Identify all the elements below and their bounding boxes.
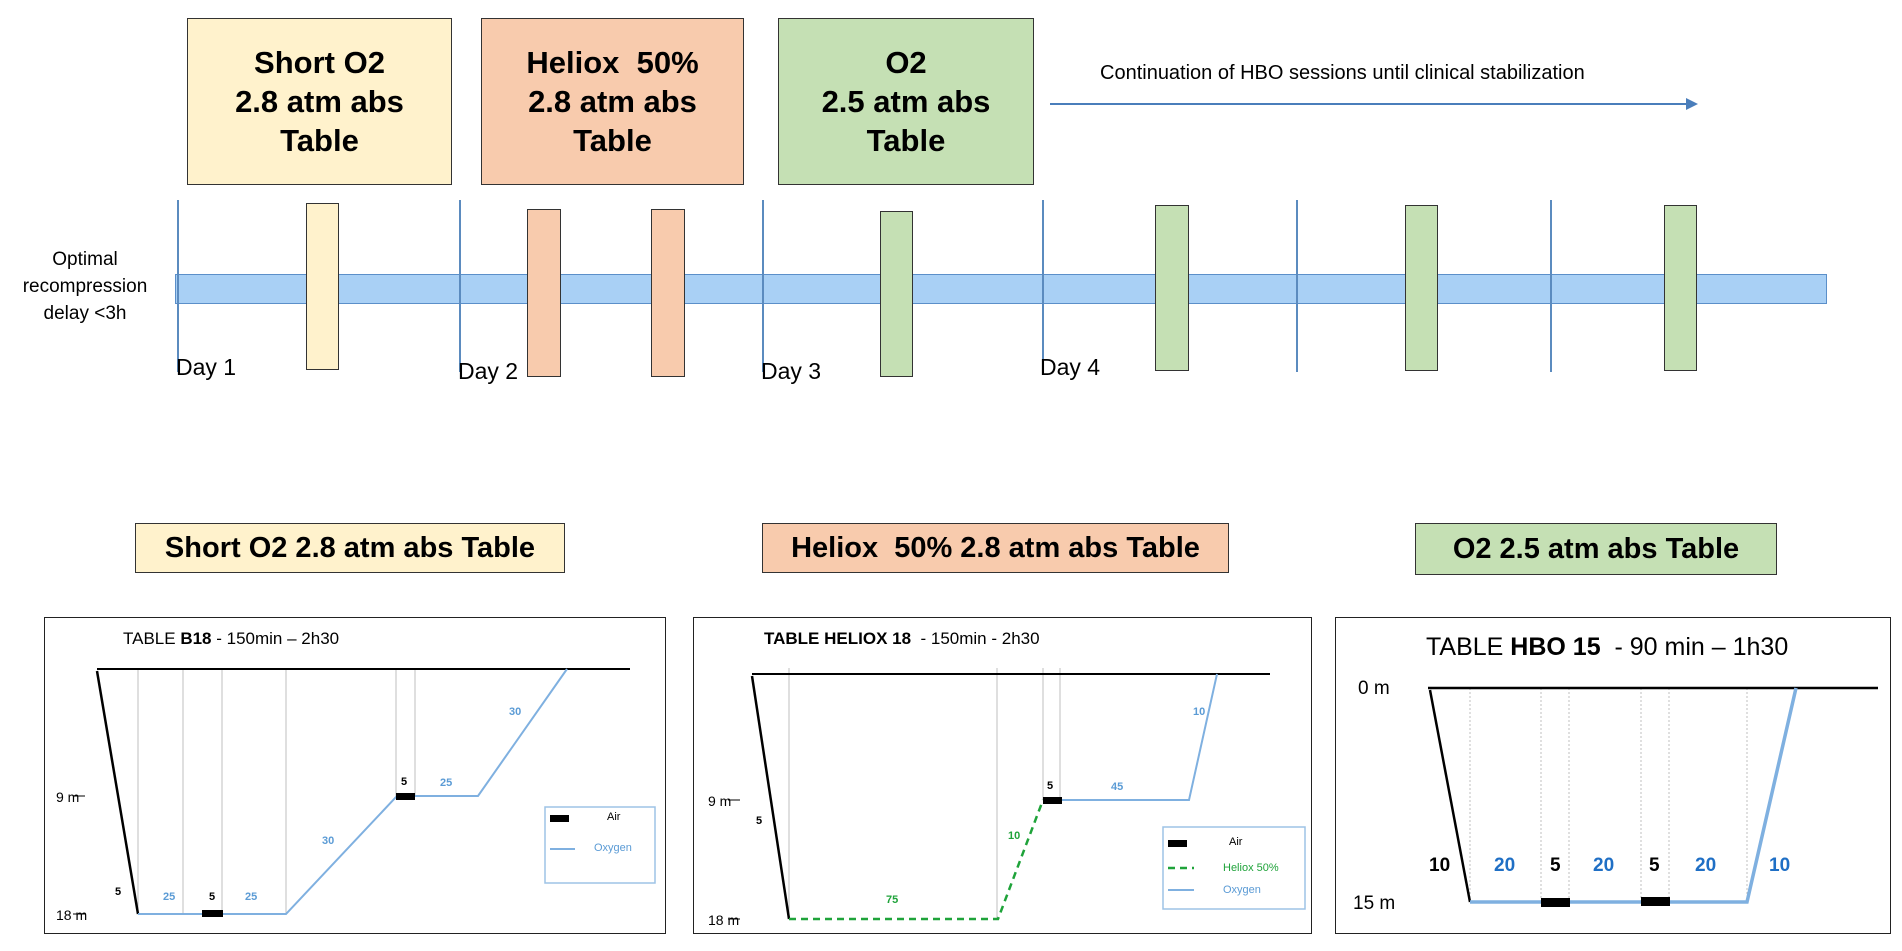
table-title-heliox: Heliox 50% 2.8 atm abs Table bbox=[762, 523, 1229, 573]
segment-label: 20 bbox=[1695, 855, 1717, 876]
day-label-3: Day 3 bbox=[761, 358, 822, 384]
session-o2 bbox=[1155, 205, 1189, 371]
header-box-line3: Table bbox=[280, 123, 359, 158]
profile-title: TABLE B18 - 150min – 2h30 bbox=[123, 629, 339, 649]
segment-label: 5 bbox=[209, 891, 216, 903]
legend-oxygen: Oxygen bbox=[594, 842, 632, 854]
depth-label: 15 m bbox=[1353, 893, 1396, 914]
table-title-o2: O2 2.5 atm abs Table bbox=[1415, 523, 1777, 575]
segment-label: 5 bbox=[1047, 780, 1054, 792]
profile-title-prefix: TABLE bbox=[123, 629, 181, 648]
day-label-2: Day 2 bbox=[458, 358, 519, 384]
segment-label: 25 bbox=[163, 891, 176, 903]
profile-title-prefix: TABLE bbox=[1426, 633, 1511, 661]
profile-chart bbox=[1428, 686, 1878, 907]
header-box-line2: 2.5 atm abs bbox=[821, 84, 991, 119]
profile-title-suffix: - 150min – 2h30 bbox=[211, 629, 340, 648]
day-divider bbox=[1550, 200, 1552, 372]
continuation-text: Continuation of HBO sessions until clini… bbox=[1100, 62, 1585, 84]
segment-label: 25 bbox=[440, 777, 453, 789]
header-box-o2: O2 2.5 atm abs Table bbox=[778, 18, 1034, 185]
header-box-line3: Table bbox=[573, 123, 652, 158]
segment-label: 5 bbox=[1649, 855, 1660, 876]
profile-panel-heliox18: TABLE HELIOX 18 - 150min - 2h30 9 m 18 m… bbox=[693, 617, 1312, 934]
day-divider bbox=[459, 200, 461, 372]
profile-panel-b18: TABLE B18 - 150min – 2h30 9 m 18 m 5 25 … bbox=[44, 617, 666, 934]
day-divider bbox=[177, 200, 179, 372]
session-short-o2 bbox=[306, 203, 339, 370]
table-title-short-o2: Short O2 2.8 atm abs Table bbox=[135, 523, 565, 573]
depth-label: 18 m bbox=[56, 907, 88, 923]
day-divider bbox=[762, 200, 764, 372]
header-box-line1: O2 bbox=[885, 45, 927, 80]
session-o2 bbox=[1664, 205, 1697, 371]
profile-title-bold: B18 bbox=[180, 629, 212, 648]
header-box-heliox: Heliox 50% 2.8 atm abs Table bbox=[481, 18, 744, 185]
segment-label: 10 bbox=[1429, 855, 1451, 876]
header-box-line1: Heliox 50% bbox=[526, 45, 699, 80]
segment-label: 45 bbox=[1111, 781, 1124, 793]
segment-label: 5 bbox=[115, 886, 122, 898]
day-label-4: Day 4 bbox=[1040, 354, 1101, 380]
segment-label: 10 bbox=[1193, 706, 1206, 718]
depth-label: 18 m bbox=[708, 912, 740, 928]
profile-chart bbox=[73, 668, 656, 917]
header-box-line1: Short O2 bbox=[254, 45, 385, 80]
segment-label: 30 bbox=[509, 706, 522, 718]
header-box-line3: Table bbox=[866, 123, 946, 158]
segment-label: 75 bbox=[886, 894, 899, 906]
segment-label: 5 bbox=[756, 815, 763, 827]
header-box-line2: 2.8 atm abs bbox=[235, 84, 404, 119]
segment-label: 25 bbox=[245, 891, 258, 903]
profile-title: TABLE HELIOX 18 - 150min - 2h30 bbox=[764, 629, 1040, 649]
delay-label: Optimal recompression delay <3h bbox=[22, 249, 148, 324]
segment-label: 30 bbox=[322, 835, 335, 847]
segment-label: 20 bbox=[1593, 855, 1615, 876]
segment-label: 20 bbox=[1494, 855, 1516, 876]
legend-air: Air bbox=[1229, 836, 1243, 848]
session-heliox bbox=[527, 209, 561, 377]
header-box-short-o2: Short O2 2.8 atm abs Table bbox=[187, 18, 452, 185]
profile-title-bold: TABLE HELIOX 18 bbox=[764, 629, 912, 648]
depth-label: 9 m bbox=[708, 793, 732, 809]
profile-panel-hbo15: TABLE HBO 15 - 90 min – 1h30 0 m 15 m 10… bbox=[1335, 617, 1891, 934]
session-o2 bbox=[880, 211, 913, 377]
profile-title-bold: HBO 15 bbox=[1510, 633, 1601, 661]
header-box-line2: 2.8 atm abs bbox=[528, 84, 697, 119]
legend-oxygen: Oxygen bbox=[1223, 884, 1261, 896]
legend-air: Air bbox=[607, 811, 621, 823]
segment-label: 5 bbox=[1550, 855, 1561, 876]
timeline-bar bbox=[175, 274, 1827, 304]
depth-label: 9 m bbox=[56, 789, 80, 805]
profile-title: TABLE HBO 15 - 90 min – 1h30 bbox=[1426, 633, 1788, 662]
segment-label: 10 bbox=[1008, 830, 1021, 842]
continuation-arrow bbox=[1050, 98, 1698, 110]
session-heliox bbox=[651, 209, 685, 377]
profile-chart bbox=[728, 668, 1306, 921]
segment-label: 10 bbox=[1769, 855, 1791, 876]
day-divider bbox=[1296, 200, 1298, 372]
legend-heliox: Heliox 50% bbox=[1223, 862, 1279, 874]
profile-title-suffix: - 90 min – 1h30 bbox=[1600, 633, 1789, 661]
day-label-1: Day 1 bbox=[176, 354, 237, 380]
session-o2 bbox=[1405, 205, 1438, 371]
depth-label: 0 m bbox=[1358, 678, 1390, 699]
profile-title-suffix: - 150min - 2h30 bbox=[911, 629, 1040, 648]
day-divider bbox=[1042, 200, 1044, 372]
segment-label: 5 bbox=[401, 776, 408, 788]
